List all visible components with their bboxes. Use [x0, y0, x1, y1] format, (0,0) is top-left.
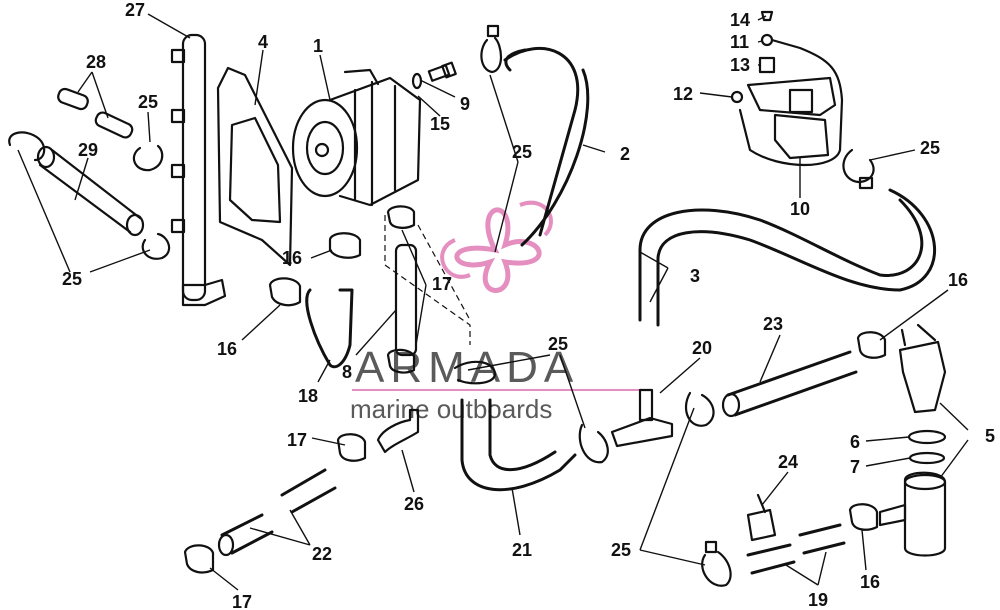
- label-26: 26: [404, 494, 424, 514]
- logo-propeller-icon: [454, 207, 542, 293]
- part-26-elbow: [376, 408, 420, 454]
- label-7: 7: [850, 457, 860, 477]
- callout-labels: 27 4 1 28 25 29 25 9 15 25 2 14 11 13 12…: [62, 0, 995, 610]
- watermark-brand: ARMADA: [355, 343, 579, 392]
- label-25-b: 25: [62, 269, 82, 289]
- label-17-c: 17: [232, 592, 252, 610]
- clamp-16-a: [328, 232, 362, 259]
- label-1: 1: [313, 36, 323, 56]
- label-24: 24: [778, 452, 798, 472]
- label-25-d: 25: [920, 138, 940, 158]
- part-27-fuel-manifold: [170, 33, 227, 307]
- label-21: 21: [512, 540, 532, 560]
- part-28-sleeves: [57, 87, 134, 139]
- part-4-gasket: [216, 66, 294, 267]
- part-19-hoses: [746, 523, 846, 575]
- clip-25-mid: [578, 423, 609, 464]
- label-15: 15: [430, 114, 450, 134]
- clamp-16-d: [848, 503, 879, 531]
- part-24-bracket: [746, 493, 777, 542]
- label-11: 11: [730, 32, 749, 52]
- label-14: 14: [730, 10, 750, 30]
- clamp-17-bottom: [386, 348, 416, 374]
- label-25-f: 25: [611, 540, 631, 560]
- clamp-17-bottom-left: [183, 544, 215, 574]
- leader-lines: [17, 13, 969, 591]
- label-17-b: 17: [287, 430, 307, 450]
- label-25-c: 25: [512, 142, 532, 162]
- label-3: 3: [690, 266, 700, 286]
- clip-25-left-upper: [132, 144, 164, 172]
- clamp-17-left: [336, 433, 367, 462]
- part-2-hose: [503, 46, 590, 247]
- clip-25-upper: [480, 24, 503, 74]
- clip-25-top-right: [842, 148, 875, 190]
- watermark-tagline: marine outboards: [350, 394, 552, 424]
- label-29: 29: [78, 140, 98, 160]
- part-12-terminal: [730, 90, 744, 104]
- label-16-a: 16: [282, 248, 302, 268]
- label-25-e: 25: [548, 334, 568, 354]
- label-25-a: 25: [138, 92, 158, 112]
- label-12: 12: [673, 84, 693, 104]
- label-16-d: 16: [860, 572, 880, 592]
- part-21-hose: [460, 398, 577, 492]
- part-14-screw: [760, 10, 774, 22]
- part-1-fuel-pump: [291, 68, 422, 207]
- label-16-b: 16: [217, 339, 237, 359]
- clamp-16-b: [268, 277, 302, 307]
- part-29-tube: [36, 145, 145, 237]
- part-13-nut: [758, 56, 776, 74]
- part-3-hose: [638, 188, 936, 327]
- label-28: 28: [86, 52, 106, 72]
- label-5: 5: [985, 426, 995, 446]
- label-2: 2: [620, 144, 630, 164]
- part-10-electric-pump: [746, 76, 837, 160]
- part-5-filter-assembly: [878, 323, 947, 557]
- clip-25-left-ring: [8, 131, 46, 162]
- clip-25-bottom: [701, 540, 732, 587]
- label-10: 10: [790, 199, 810, 219]
- label-8: 8: [342, 362, 352, 382]
- part-11-ground-lead: [738, 33, 844, 166]
- clip-25-left-lower: [141, 232, 171, 260]
- label-17-a: 17: [432, 274, 452, 294]
- label-6: 6: [850, 432, 860, 452]
- label-27: 27: [125, 0, 145, 20]
- label-22: 22: [312, 544, 332, 564]
- label-18: 18: [298, 386, 318, 406]
- label-20: 20: [692, 338, 712, 358]
- clip-25-center-ring: [453, 360, 497, 385]
- part-20-t-fitting: [610, 388, 674, 448]
- part-9-screw: [427, 61, 457, 82]
- clip-25-mid-right: [684, 391, 715, 427]
- part-15-washer: [411, 72, 423, 90]
- clamp-17-top: [386, 205, 416, 229]
- part-7-o-ring: [908, 451, 946, 465]
- part-8-filter: [384, 215, 471, 357]
- label-13: 13: [730, 55, 750, 75]
- label-19: 19: [808, 590, 828, 610]
- label-4: 4: [258, 32, 268, 52]
- label-16-c: 16: [948, 270, 968, 290]
- part-6-o-ring: [907, 429, 947, 445]
- part-18-hose: [305, 288, 354, 369]
- label-9: 9: [460, 94, 470, 114]
- part-22-hoses: [217, 468, 337, 557]
- part-23-hose: [721, 350, 858, 418]
- clamp-16-c: [856, 331, 887, 359]
- label-23: 23: [763, 314, 783, 334]
